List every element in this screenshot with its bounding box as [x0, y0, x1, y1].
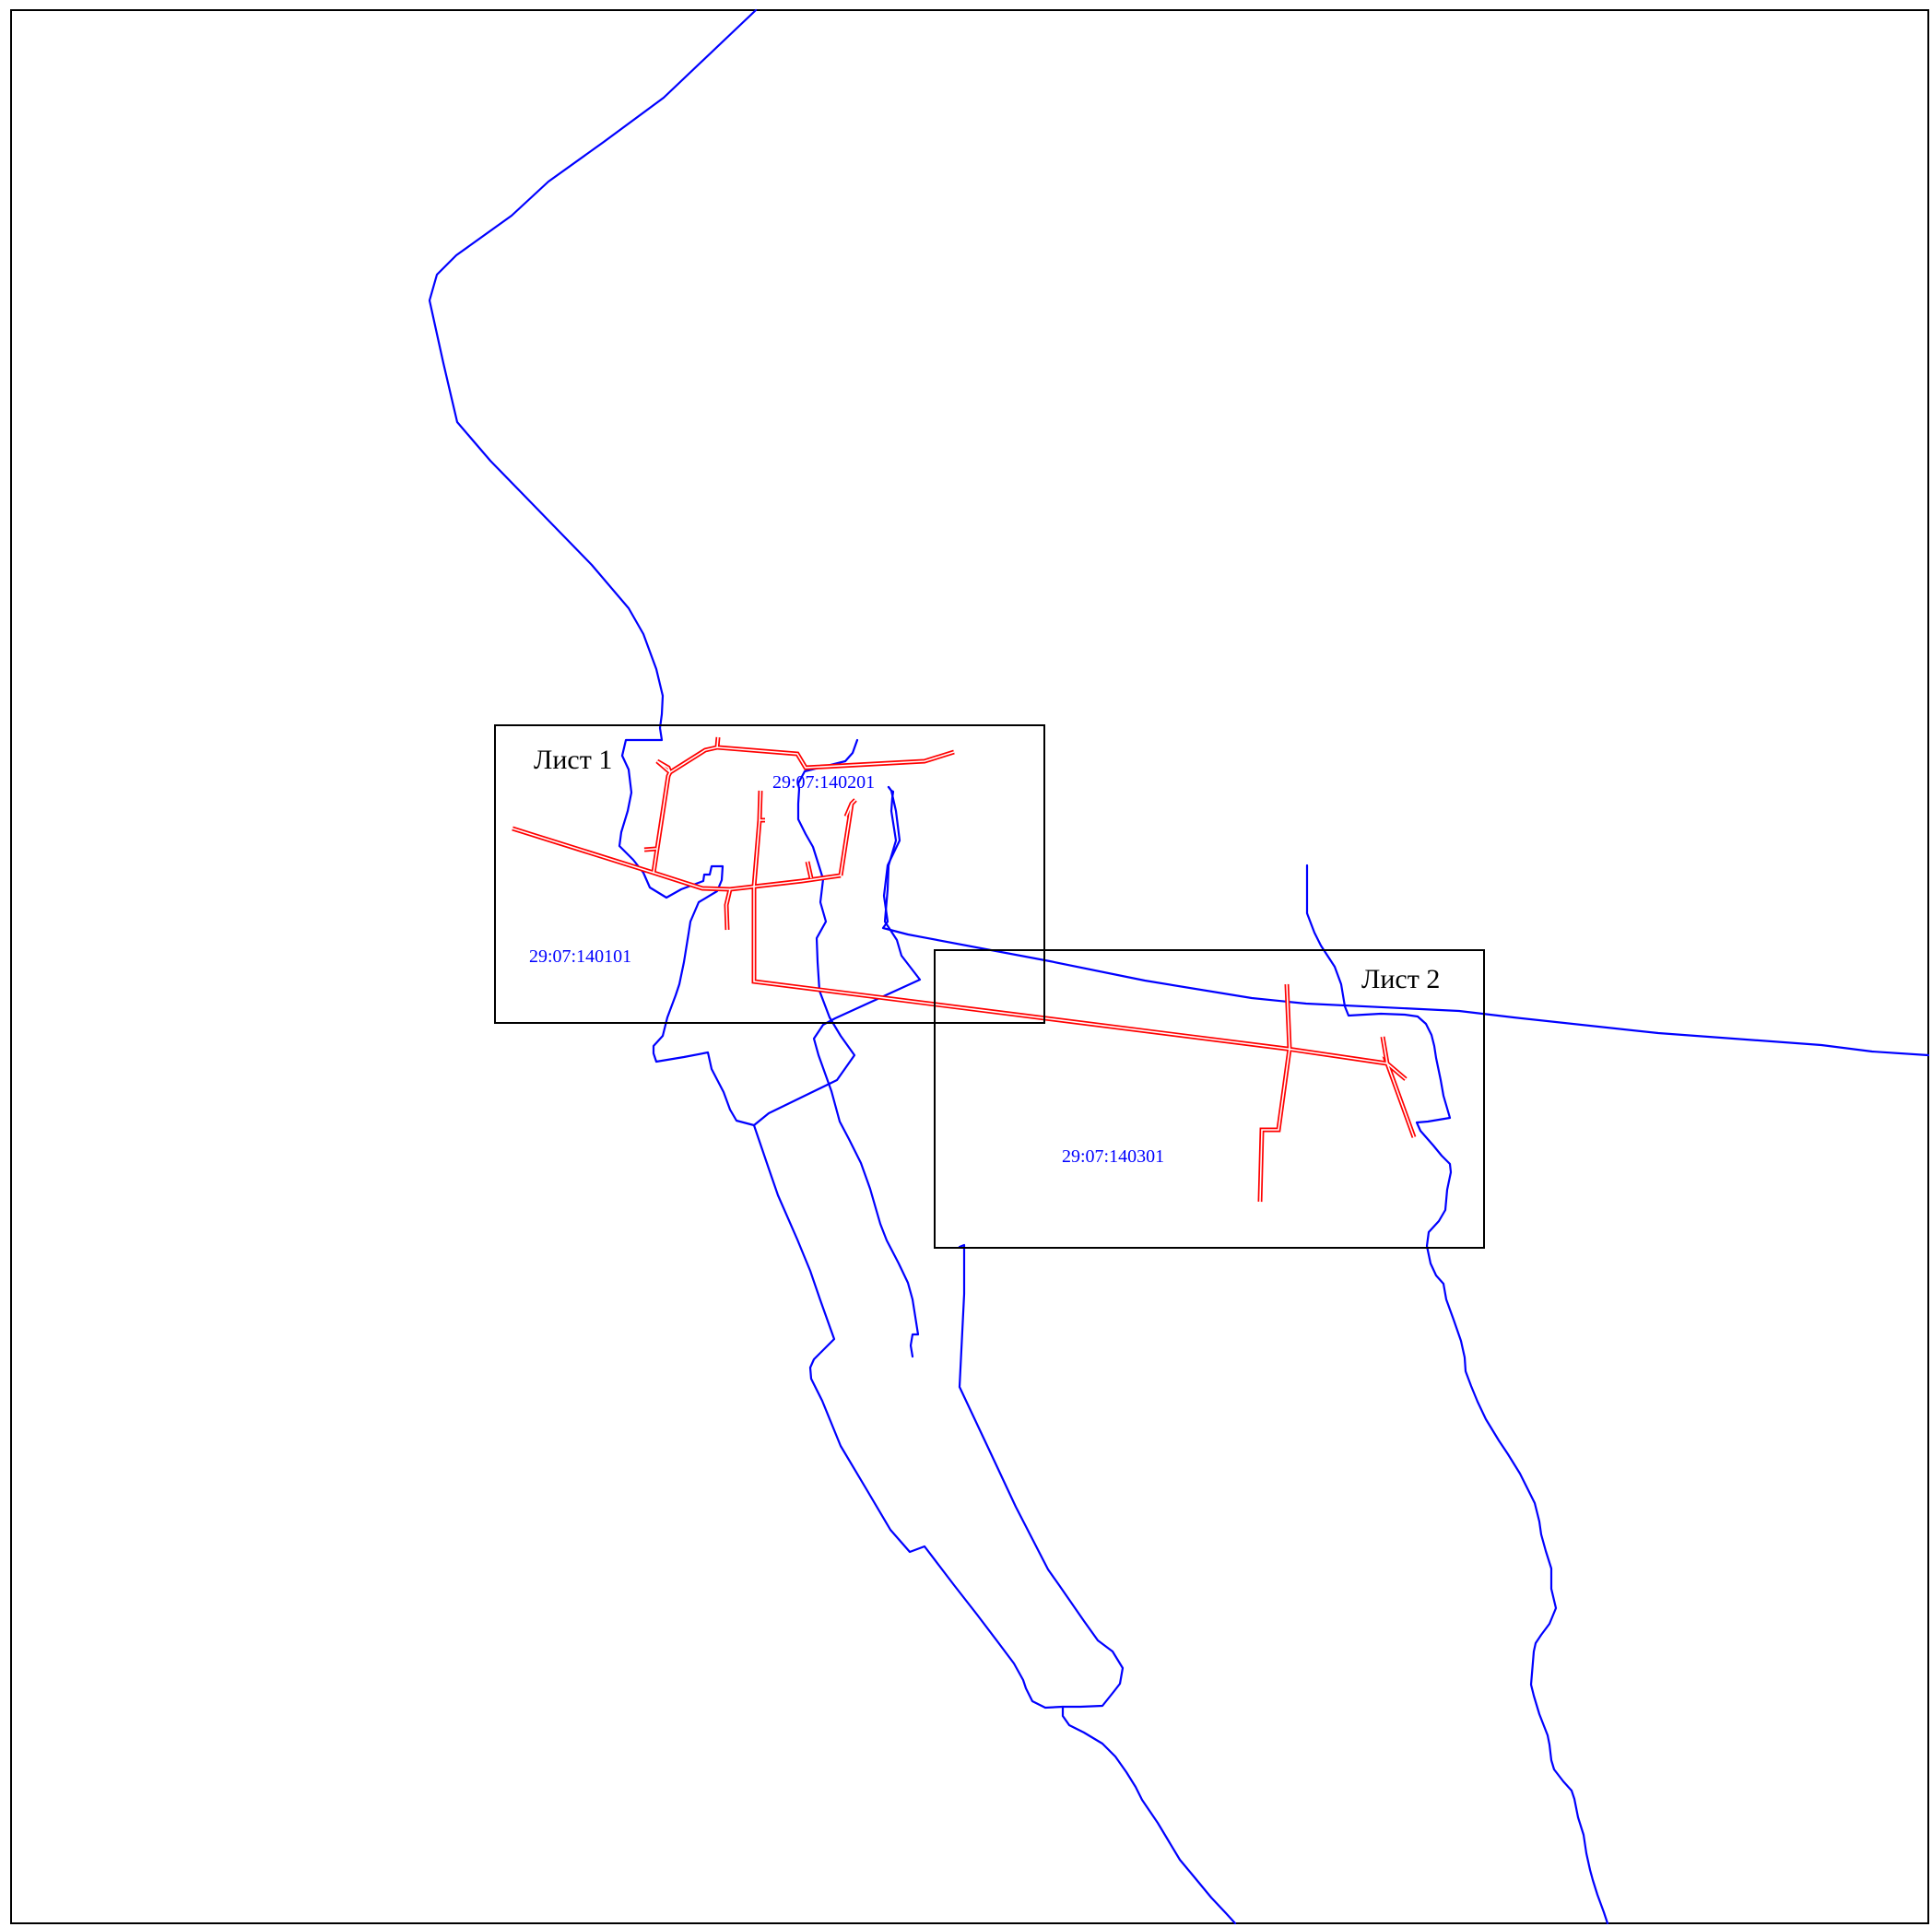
- boundary-line-east: [881, 785, 1930, 1057]
- map-frame: [10, 9, 1929, 1924]
- cadastral-label-140201: 29:07:140201: [772, 772, 875, 793]
- sheet-2-frame: [934, 949, 1485, 1249]
- pipeline-sheet2-vertical: [1257, 983, 1292, 1203]
- cadastral-label-140101: 29:07:140101: [529, 946, 631, 967]
- boundary-line-middle: [812, 785, 922, 1358]
- sheet-1-frame: [494, 724, 1045, 1024]
- pipeline-north-branch: [651, 736, 955, 874]
- boundary-line-kanal: [752, 1123, 1125, 1710]
- boundary-line-south: [1061, 1705, 1237, 1925]
- boundary-line-southeast: [1305, 864, 1609, 1925]
- sheet-1-label: Лист 1: [534, 745, 612, 775]
- sheet-2-label: Лист 2: [1361, 964, 1440, 994]
- pipelines: [512, 736, 1417, 1203]
- pipeline-inner: [512, 736, 1415, 1203]
- pipeline-outer: [512, 736, 1417, 1203]
- boundary-line-northwest: [428, 8, 859, 1127]
- cadastral-boundaries: [428, 8, 1930, 1925]
- cadastral-label-140301: 29:07:140301: [1062, 1146, 1164, 1167]
